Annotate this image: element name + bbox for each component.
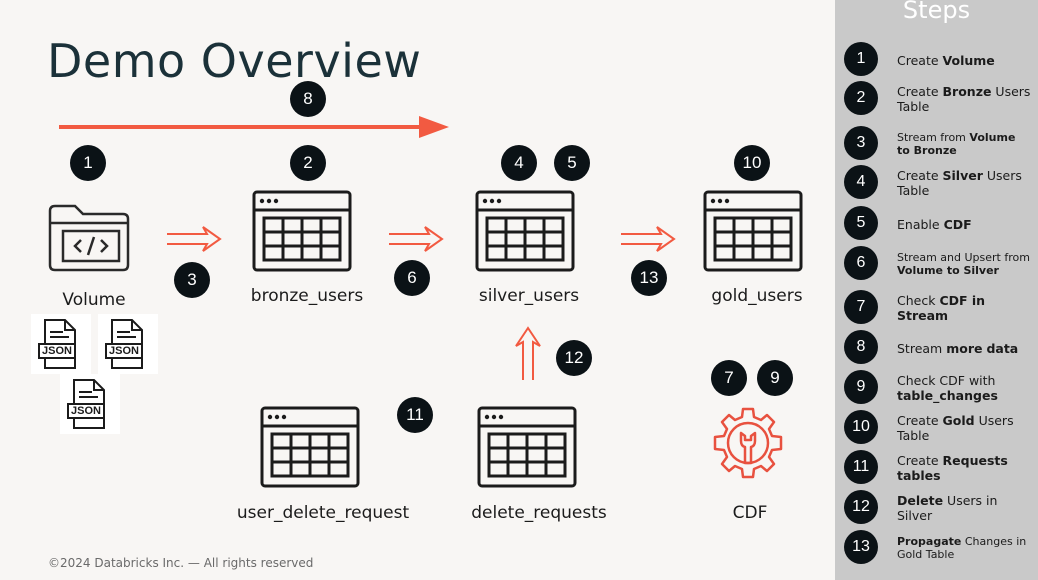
table-icon — [260, 406, 360, 488]
step-badge-4: 4 — [501, 145, 537, 181]
step-text: Delete Users in Silver — [897, 493, 998, 523]
table-icon — [475, 190, 575, 272]
step-number-badge: 9 — [844, 370, 878, 404]
step-item: 1 Create Volume — [844, 40, 1034, 80]
step-text: Propagate Changes in Gold Table — [897, 535, 1027, 561]
step-badge-5: 5 — [554, 145, 590, 181]
steps-sidebar: Steps 1 Create Volume 2 Create Bronze Users… — [835, 0, 1038, 580]
json-file-icon: JSON — [60, 374, 120, 434]
gear-wrench-icon — [713, 407, 783, 479]
step-text: Create Bronze Users Table — [897, 84, 1031, 114]
step-text: Create Volume — [897, 52, 995, 68]
json-label: JSON — [38, 343, 76, 359]
step-badge-8: 8 — [290, 81, 326, 117]
copyright-footer: ©2024 Databricks Inc. — All rights reser… — [48, 556, 314, 570]
bronze-users-label: bronze_users — [250, 286, 364, 306]
step-item: 2 Create Bronze Users Table — [844, 79, 1034, 119]
step-number-badge: 3 — [844, 126, 878, 160]
step-number-badge: 12 — [844, 490, 878, 524]
step-text: Create Gold Users Table — [897, 413, 1014, 443]
arrow-up-icon — [515, 326, 541, 380]
folder-code-icon — [48, 204, 130, 272]
step-item: 8 Stream more data — [844, 328, 1034, 368]
arrow-icon — [621, 226, 676, 252]
table-icon — [477, 406, 577, 488]
step-item: 9 Check CDF with table_changes — [844, 368, 1034, 408]
step-item: 6 Stream and Upsert from Volume to Silver — [844, 244, 1034, 284]
step-badge-12: 12 — [556, 340, 592, 376]
step-item: 12 Delete Users in Silver — [844, 488, 1034, 528]
step-text: Check CDF with table_changes — [897, 373, 998, 403]
arrow-icon — [167, 226, 222, 252]
step-number-badge: 7 — [844, 290, 878, 324]
step-text: Create Requests tables — [897, 453, 1008, 483]
step-number-badge: 2 — [844, 81, 878, 115]
long-arrow-icon — [59, 116, 449, 138]
diagram-canvas: Demo Overview JSON JSON JSON — [31, 34, 803, 570]
json-label: JSON — [105, 343, 143, 359]
step-text: Stream from Volume to Bronze — [897, 131, 1016, 157]
steps-title: Steps — [902, 0, 971, 24]
step-number-badge: 10 — [844, 410, 878, 444]
step-badge-11: 11 — [397, 397, 433, 433]
step-text: Enable CDF — [897, 216, 972, 232]
json-file-icon: JSON — [98, 314, 158, 374]
silver-users-label: silver_users — [478, 286, 580, 306]
step-badge-3: 3 — [174, 262, 210, 298]
delete-requests-label: delete_requests — [471, 503, 607, 523]
user-delete-request-label: user_delete_request — [236, 503, 410, 523]
page-title: Demo Overview — [47, 34, 422, 88]
step-number-badge: 6 — [844, 246, 878, 280]
step-badge-1: 1 — [70, 145, 106, 181]
step-badge-13: 13 — [631, 260, 667, 296]
step-item: 4 Create Silver Users Table — [844, 163, 1034, 203]
step-number-badge: 1 — [844, 42, 878, 76]
step-item: 5 Enable CDF — [844, 204, 1034, 244]
step-badge-6: 6 — [394, 260, 430, 296]
step-badge-9: 9 — [757, 360, 793, 396]
table-icon — [252, 190, 352, 272]
step-text: Create Silver Users Table — [897, 168, 1022, 198]
gold-users-label: gold_users — [711, 286, 803, 306]
table-icon — [703, 190, 803, 272]
step-text: Stream more data — [897, 340, 1019, 356]
arrow-icon — [389, 226, 444, 252]
json-label: JSON — [67, 403, 105, 419]
step-item: 10 Create Gold Users Table — [844, 408, 1034, 448]
step-text: Stream and Upsert from Volume to Silver — [897, 251, 1030, 277]
step-item: 7 Check CDF in Stream — [844, 288, 1034, 328]
step-item: 3 Stream from Volume to Bronze — [844, 124, 1034, 164]
step-number-badge: 5 — [844, 206, 878, 240]
volume-label: Volume — [62, 290, 126, 310]
step-number-badge: 13 — [844, 530, 878, 564]
step-item: 13 Propagate Changes in Gold Table — [844, 528, 1034, 568]
step-number-badge: 4 — [844, 165, 878, 199]
step-badge-7: 7 — [711, 360, 747, 396]
step-number-badge: 11 — [844, 450, 878, 484]
cdf-label: CDF — [732, 503, 768, 523]
step-badge-2: 2 — [290, 145, 326, 181]
step-item: 11 Create Requests tables — [844, 448, 1034, 488]
step-badge-10: 10 — [734, 145, 770, 181]
json-file-icon: JSON — [31, 314, 91, 374]
step-number-badge: 8 — [844, 330, 878, 364]
step-text: Check CDF in Stream — [897, 293, 986, 323]
